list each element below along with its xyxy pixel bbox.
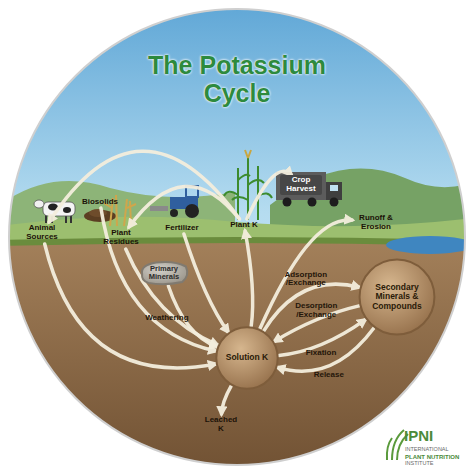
- wheel: [185, 204, 199, 218]
- pool-circle: Solution K: [215, 326, 279, 390]
- logo-text: INSTITUTE: [405, 461, 433, 467]
- process-label: Adsorption /Exchange: [279, 271, 333, 289]
- process-label: Desorption /Exchange: [289, 302, 343, 320]
- truck-bed: [276, 172, 326, 200]
- cow-body: [43, 202, 75, 216]
- tractor-cab: [186, 186, 198, 197]
- cow-illustration: [34, 200, 75, 223]
- stem: [257, 166, 259, 220]
- node-text: Animal Sources: [14, 224, 70, 242]
- cow-spot: [63, 207, 71, 213]
- spreader: [150, 206, 168, 211]
- logo-text: INTERNATIONAL: [405, 447, 449, 453]
- loss-label: Leached K: [202, 414, 240, 436]
- wheel: [170, 209, 178, 217]
- source-label: Fertilizer: [160, 222, 204, 234]
- node-text: Leached K: [202, 416, 240, 434]
- corn-plants: [224, 150, 272, 220]
- logo-acronym: IPNI: [404, 428, 433, 443]
- mineral-rock: Primary Minerals: [138, 260, 190, 286]
- flow-arrow: [260, 220, 352, 329]
- process-label: Release: [302, 370, 356, 379]
- harvest-tag: Crop Harvest: [280, 175, 322, 195]
- flow-arrow: [245, 231, 253, 326]
- node-text: Biosolids: [82, 198, 118, 207]
- soil: [0, 240, 474, 473]
- flow-arrow: [129, 186, 239, 227]
- process-label: Weathering: [140, 313, 194, 322]
- cow-spot: [48, 204, 58, 211]
- node-text: Primary Minerals: [138, 265, 190, 282]
- cycle-border: [9, 9, 465, 465]
- stem: [247, 158, 249, 220]
- wheel: [308, 198, 317, 207]
- truck-cab: [326, 182, 342, 200]
- flow-arrow: [222, 386, 232, 414]
- process-label: Fixation: [294, 348, 348, 357]
- source-label: Biosolids: [78, 196, 122, 208]
- pool-circle: Secondary Minerals & Compounds: [358, 258, 436, 336]
- stalk: [130, 201, 131, 226]
- stalk: [124, 199, 127, 226]
- logo-stroke: [387, 438, 392, 460]
- lake: [386, 236, 474, 254]
- pool-disc: [216, 327, 277, 388]
- cow-head: [34, 200, 44, 208]
- leaves: [224, 175, 272, 200]
- flow-arrow: [49, 151, 240, 222]
- node-text: Plant K: [230, 221, 258, 230]
- loss-label: Runoff & Erosion: [352, 212, 400, 234]
- pool-disc: [360, 260, 435, 335]
- leaf: [127, 204, 136, 208]
- wheel: [330, 198, 339, 207]
- pool-label: Plant K: [226, 219, 262, 231]
- flow-arrow: [126, 249, 218, 345]
- node-text: Solution K: [226, 353, 269, 362]
- flow-arrow: [278, 328, 374, 371]
- node-text: Runoff & Erosion: [352, 214, 400, 232]
- truck-window: [330, 185, 338, 191]
- truck-illustration: [276, 172, 342, 207]
- source-label: Animal Sources: [14, 222, 70, 244]
- wheel: [283, 198, 292, 207]
- node-text: Crop Harvest: [280, 176, 322, 194]
- flow-arrow: [264, 284, 359, 331]
- flow-arrow: [184, 234, 228, 332]
- tassel: [245, 150, 251, 158]
- flow-arrow: [101, 208, 216, 351]
- tractor-illustration: [150, 186, 199, 218]
- node-text: Fertilizer: [165, 224, 198, 233]
- node-text: Plant Residues: [100, 229, 142, 247]
- pile: [89, 209, 107, 217]
- source-label: Plant Residues: [100, 227, 142, 249]
- flow-arrow: [45, 244, 216, 368]
- diagram-title: The Potassium Cycle: [112, 52, 362, 107]
- node-text: Secondary Minerals & Compounds: [367, 283, 427, 311]
- logo-text: PLANT NUTRITION: [405, 454, 459, 460]
